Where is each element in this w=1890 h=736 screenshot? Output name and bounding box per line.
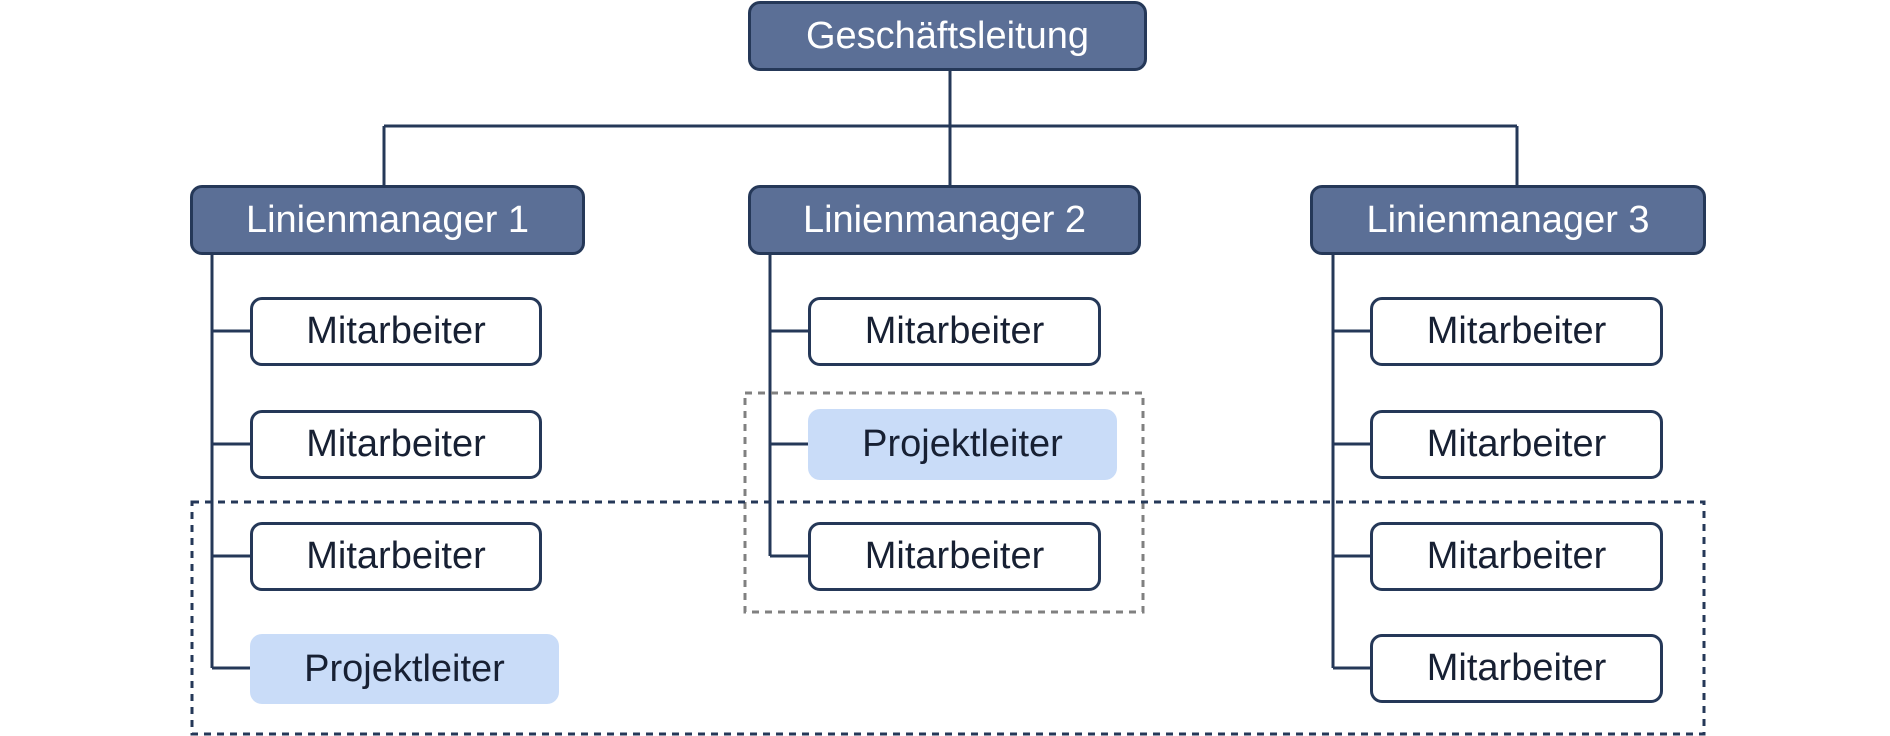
node-linienmanager-3: Linienmanager 3 [1310,185,1706,255]
node-mitarbeiter: Mitarbeiter [1370,634,1663,703]
node-mitarbeiter: Mitarbeiter [250,297,542,366]
node-projektleiter: Projektleiter [808,409,1117,480]
node-projektleiter: Projektleiter [250,634,559,704]
node-linienmanager-2: Linienmanager 2 [748,185,1141,255]
node-mitarbeiter: Mitarbeiter [1370,410,1663,479]
node-mitarbeiter: Mitarbeiter [1370,297,1663,366]
node-mitarbeiter: Mitarbeiter [250,522,542,591]
node-mitarbeiter: Mitarbeiter [250,410,542,479]
node-mitarbeiter: Mitarbeiter [1370,522,1663,591]
node-mitarbeiter: Mitarbeiter [808,522,1101,591]
project-outline-horizontal [190,500,1706,736]
node-linienmanager-1: Linienmanager 1 [190,185,585,255]
node-mitarbeiter: Mitarbeiter [808,297,1101,366]
node-geschaeftsleitung: Geschäftsleitung [748,1,1147,71]
